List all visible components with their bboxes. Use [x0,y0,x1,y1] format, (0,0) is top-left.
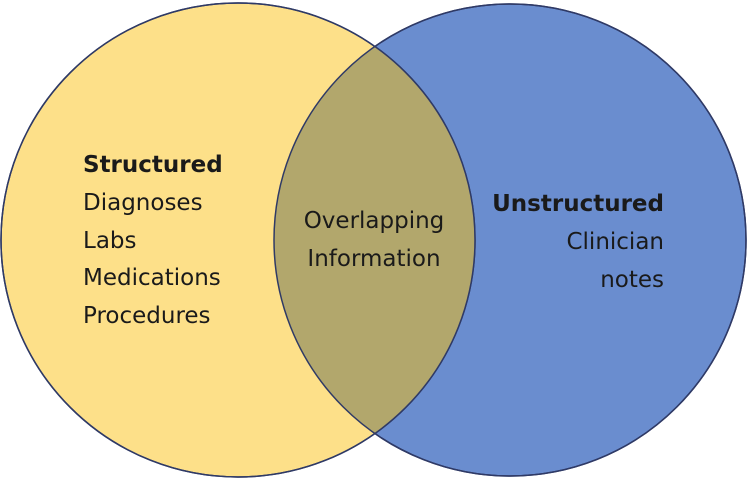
structured-item-procedures: Procedures [83,303,211,329]
unstructured-item-clinician: Clinician [566,229,664,255]
overlap-region [274,4,475,476]
structured-item-labs: Labs [83,228,137,254]
overlap-label-line-2: Information [307,246,440,272]
overlap-label-line-1: Overlapping [304,208,445,234]
structured-item-medications: Medications [83,265,221,291]
unstructured-item-notes: notes [600,267,664,293]
structured-circle-outline [0,2,476,478]
unstructured-title: Unstructured [492,191,664,217]
unstructured-circle-outline [273,3,747,477]
structured-title: Structured [83,152,223,178]
structured-item-diagnoses: Diagnoses [83,190,203,216]
